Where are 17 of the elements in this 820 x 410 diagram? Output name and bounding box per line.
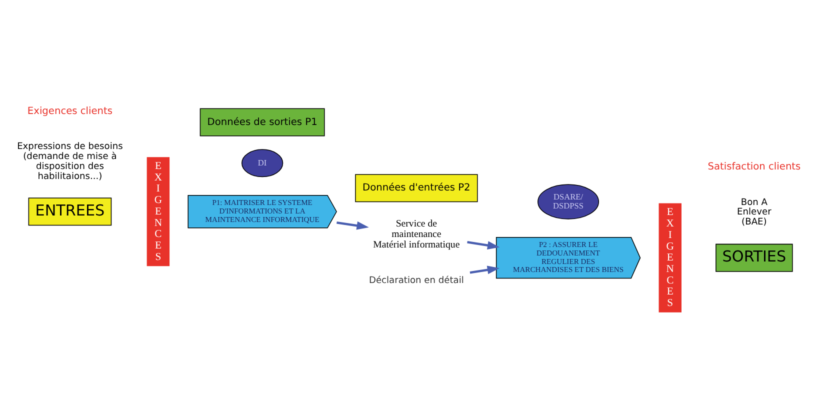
node-text: Déclaration en détail xyxy=(368,276,464,286)
label: Exigences clients xyxy=(27,106,113,118)
node-box: Données d'entrées P2 xyxy=(355,174,478,202)
node-box: Données de sorties P1 xyxy=(200,108,325,136)
label: Satisfaction clients xyxy=(708,162,801,173)
arrow xyxy=(336,221,369,230)
node-label: Bon A Enlever (BAE) xyxy=(737,198,772,228)
node-ellipse: DI xyxy=(242,149,284,178)
node-label: Expressions de besoins (demande de mise à disposition des habilitaions...) xyxy=(17,142,123,182)
node-box: EXIGENCES xyxy=(146,157,170,266)
node-box: ENTREES xyxy=(28,198,112,226)
arrow xyxy=(470,266,500,274)
arrow xyxy=(467,241,500,250)
node-box: EXIGENCES xyxy=(658,203,682,312)
node-ellipse: DSARE/ DSDPSS xyxy=(538,184,600,220)
node-box: SORTIES xyxy=(716,244,793,272)
node-text: Service de maintenance Matériel informatique xyxy=(373,218,460,251)
